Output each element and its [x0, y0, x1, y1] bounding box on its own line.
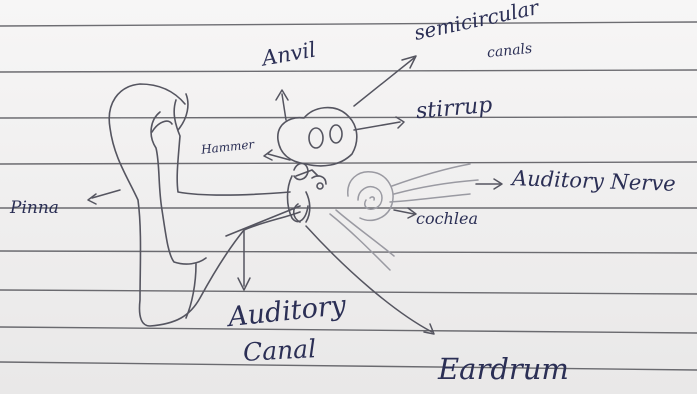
pinna-outline: [109, 84, 300, 326]
pinna-label: Pinna: [10, 200, 59, 217]
eardrum-label: Eardrum: [438, 355, 569, 384]
cochlea-label: cochlea: [416, 211, 478, 227]
eardrum-and-ossicles: [278, 108, 357, 222]
auditory-nerve-label: Auditory Nerve: [512, 168, 676, 195]
auditory-canal-label-line2: Canal: [242, 336, 316, 365]
